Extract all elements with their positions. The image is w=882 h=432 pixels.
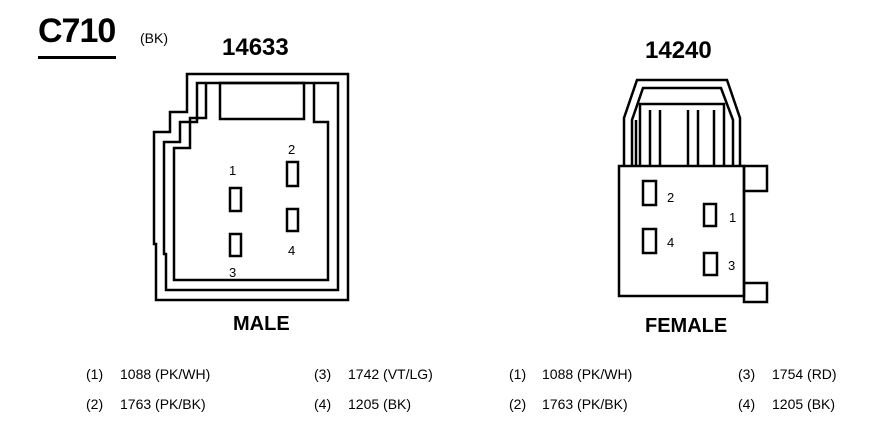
female-side-tab-bottom bbox=[742, 281, 769, 304]
male-terminal-3 bbox=[228, 232, 243, 258]
legend-male-pin-1: (1) bbox=[86, 366, 104, 382]
legend-male-circuit-1: 1088 (PK/WH) bbox=[120, 366, 211, 382]
connector-id: C710 bbox=[38, 12, 116, 50]
male-connector-body bbox=[152, 72, 350, 302]
female-pin-label-1: 1 bbox=[729, 210, 737, 225]
legend-female-circuit-2: 1763 (PK/BK) bbox=[542, 396, 628, 412]
female-pin-label-4: 4 bbox=[667, 235, 675, 250]
female-pin-label-3: 3 bbox=[728, 258, 736, 273]
legend-female-pin-3: (3) bbox=[738, 366, 756, 382]
male-latch bbox=[218, 81, 306, 121]
female-terminal-3 bbox=[702, 251, 719, 277]
male-pin-label-2: 2 bbox=[288, 142, 296, 157]
male-connector-cavity bbox=[172, 82, 330, 282]
legend-female-pin-4: (4) bbox=[738, 396, 756, 412]
legend-female-circuit-4: 1205 (BK) bbox=[772, 396, 836, 412]
male-label: MALE bbox=[233, 313, 290, 335]
male-terminal-2 bbox=[285, 160, 300, 188]
male-part-number: 14633 bbox=[222, 34, 289, 61]
connector-color-code: (BK) bbox=[140, 30, 168, 46]
female-side-tab-top bbox=[742, 164, 769, 193]
female-latch-housing bbox=[622, 78, 742, 166]
legend-male-pin-2: (2) bbox=[86, 396, 104, 412]
female-pin-label-2: 2 bbox=[667, 190, 675, 205]
legend-female-pin-2: (2) bbox=[509, 396, 527, 412]
female-part-number: 14240 bbox=[645, 37, 712, 64]
legend-male-pin-3: (3) bbox=[314, 366, 332, 382]
male-pin-label-3: 3 bbox=[229, 265, 237, 280]
female-label: FEMALE bbox=[645, 315, 728, 337]
legend-male-circuit-2: 1763 (PK/BK) bbox=[120, 396, 206, 412]
legend-female-pin-1: (1) bbox=[509, 366, 527, 382]
connector-id-underline bbox=[38, 56, 116, 59]
female-terminal-1 bbox=[702, 202, 718, 228]
female-connector-body bbox=[617, 164, 746, 298]
legend-male-circuit-4: 1205 (BK) bbox=[348, 396, 412, 412]
female-terminal-4 bbox=[641, 227, 658, 255]
male-pin-label-4: 4 bbox=[288, 243, 296, 258]
male-terminal-1 bbox=[228, 186, 243, 213]
male-terminal-4 bbox=[285, 207, 300, 233]
legend-female-circuit-3: 1754 (RD) bbox=[772, 366, 837, 382]
legend-female-circuit-1: 1088 (PK/WH) bbox=[542, 366, 633, 382]
legend-male-circuit-3: 1742 (VT/LG) bbox=[348, 366, 433, 382]
female-terminal-2 bbox=[641, 179, 658, 207]
legend-male-pin-4: (4) bbox=[314, 396, 332, 412]
male-connector-inner-outline bbox=[162, 81, 340, 292]
male-pin-label-1: 1 bbox=[229, 163, 237, 178]
